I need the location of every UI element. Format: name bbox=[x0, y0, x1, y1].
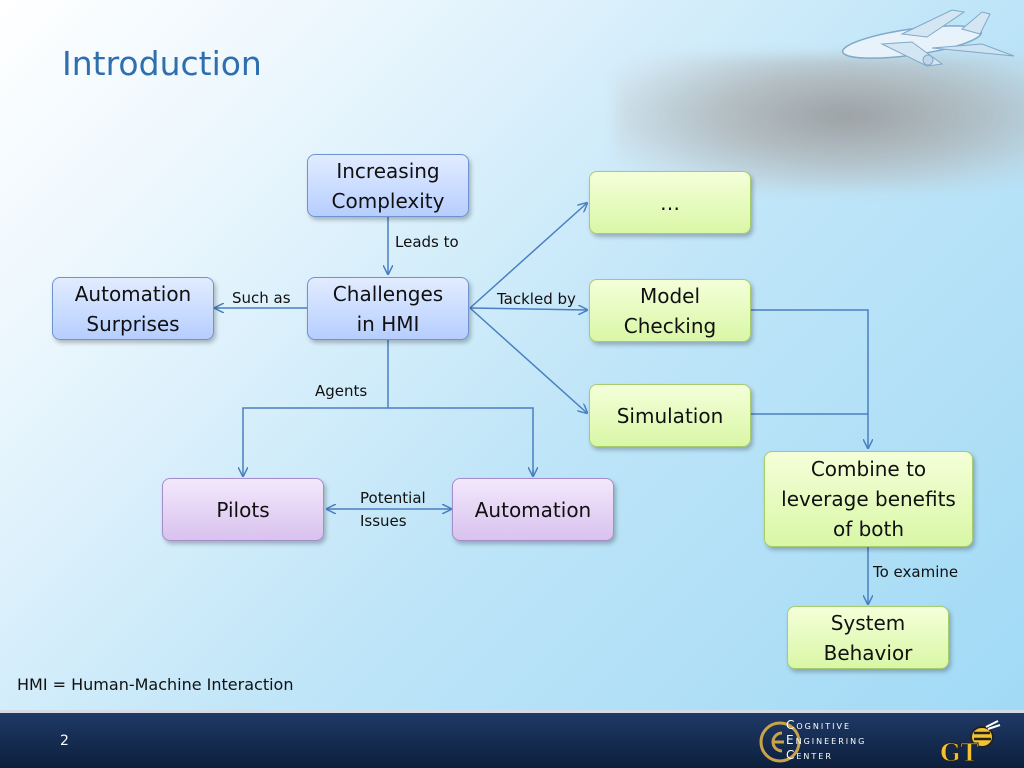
node-simulation: Simulation bbox=[589, 384, 751, 447]
node-combine: Combine to leverage benefits of both bbox=[764, 451, 973, 547]
cec-logo-text: Cognitive Engineering Center bbox=[786, 718, 866, 763]
cec-line-2: Engineering bbox=[786, 733, 867, 747]
footer-bar: 2 Cognitive Engineering Center GT bbox=[0, 710, 1024, 768]
gt-buzz-logo-icon: GT bbox=[940, 720, 1001, 765]
cec-logo-icon bbox=[759, 721, 801, 763]
label-agents: Agents bbox=[315, 382, 368, 400]
node-system-behavior: System Behavior bbox=[787, 606, 949, 669]
label-to-examine: To examine bbox=[873, 563, 959, 581]
node-increasing-complexity: Increasing Complexity bbox=[307, 154, 469, 217]
node-automation-surprises: Automation Surprises bbox=[52, 277, 214, 340]
slide-title: Introduction bbox=[62, 44, 262, 83]
page-number: 2 bbox=[60, 733, 69, 749]
label-potential: Potential bbox=[360, 489, 426, 507]
label-such-as: Such as bbox=[232, 289, 291, 307]
node-model-checking: Model Checking bbox=[589, 279, 751, 342]
label-leads-to: Leads to bbox=[395, 233, 459, 251]
node-automation: Automation bbox=[452, 478, 614, 541]
node-challenges-hmi: Challenges in HMI bbox=[307, 277, 469, 340]
edge-to-simulation bbox=[469, 307, 587, 413]
cec-line-3: Center bbox=[786, 748, 833, 762]
node-ellipsis: … bbox=[589, 171, 751, 234]
label-tackled-by: Tackled by bbox=[497, 290, 576, 308]
edge-to-ellipsis bbox=[469, 203, 587, 309]
edge-agents bbox=[243, 340, 389, 476]
label-issues: Issues bbox=[360, 512, 407, 530]
footnote-hmi-definition: HMI = Human-Machine Interaction bbox=[17, 675, 294, 694]
cloud-background bbox=[615, 55, 1024, 190]
edge-model-checking-combine bbox=[751, 309, 868, 448]
svg-text:GT: GT bbox=[940, 738, 978, 765]
edge-agents-automation bbox=[388, 407, 534, 476]
node-pilots: Pilots bbox=[162, 478, 324, 541]
edge-tackled-by bbox=[469, 308, 587, 310]
cec-line-1: Cognitive bbox=[786, 718, 851, 732]
airplane-icon bbox=[841, 9, 1015, 67]
